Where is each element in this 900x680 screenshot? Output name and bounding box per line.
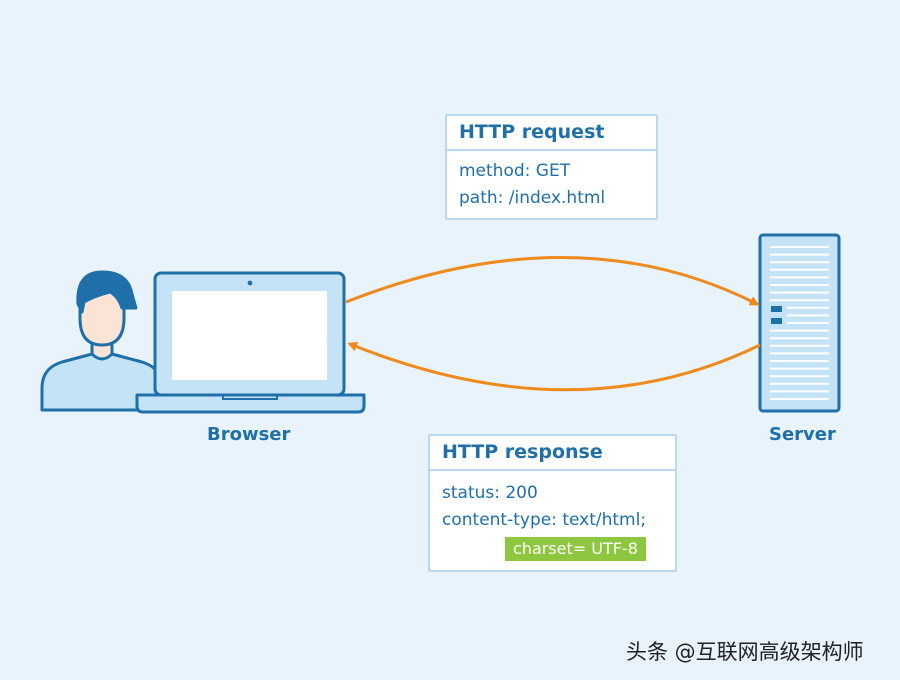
server-icon	[758, 233, 841, 413]
response-title: HTTP response	[430, 436, 675, 471]
server-label: Server	[769, 424, 836, 445]
response-arrow	[347, 341, 761, 392]
request-title: HTTP request	[447, 116, 656, 151]
request-method: method: GET	[459, 161, 571, 181]
http-response-box: HTTP response status: 200 content-type: …	[428, 434, 677, 572]
request-path: path: /index.html	[459, 188, 606, 208]
response-content-type: content-type: text/html;	[442, 510, 647, 530]
http-request-box: HTTP request method: GET path: /index.ht…	[445, 114, 658, 220]
request-arrow	[345, 256, 760, 306]
browser-label: Browser	[207, 424, 291, 445]
laptop-icon	[135, 271, 366, 414]
watermark: 头条 @互联网高级架构师	[626, 640, 864, 664]
response-status: status: 200	[442, 483, 538, 503]
charset-highlight: charset= UTF-8	[505, 537, 646, 561]
user-icon	[40, 270, 164, 412]
